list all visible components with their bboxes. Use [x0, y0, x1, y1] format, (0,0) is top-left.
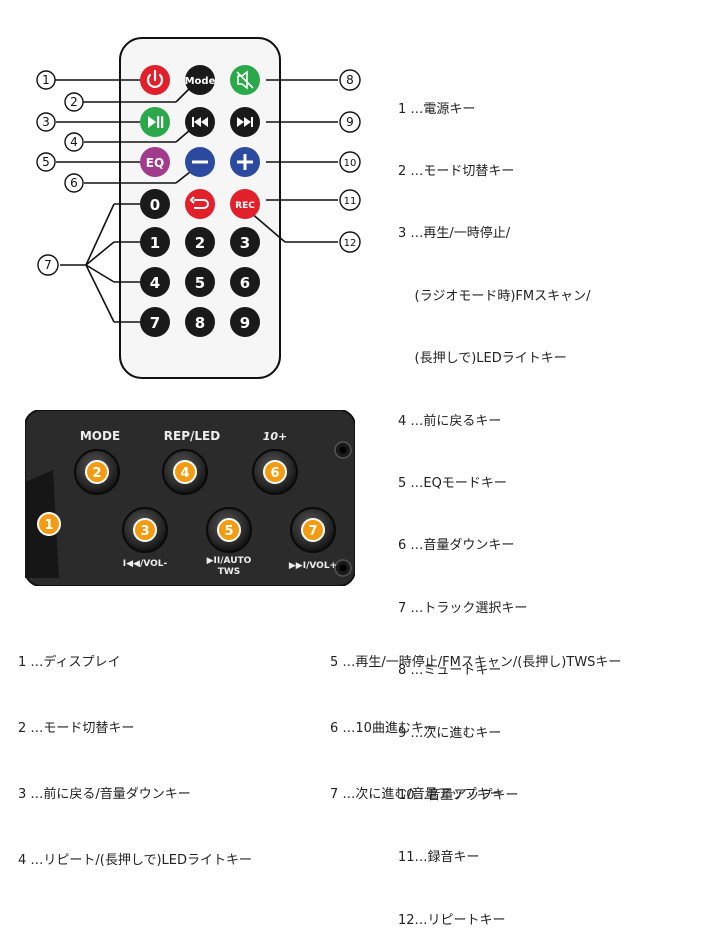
panel-legend-item: 2 …モード切替キー [18, 721, 135, 736]
digit-7-label: 7 [150, 314, 160, 332]
digit-4-label: 4 [150, 274, 160, 292]
digit-6-button[interactable] [230, 267, 260, 297]
callout-5: 5 [42, 155, 50, 169]
minus-icon [192, 160, 208, 164]
remote-legend-item: 4 …前に戻るキー [398, 413, 502, 429]
panel-badge-7: 7 [308, 524, 317, 539]
remote-legend-item: (長押しで)LEDライトキー [398, 351, 567, 367]
mode-button[interactable] [185, 65, 215, 95]
panel-legend-item: 1 …ディスプレイ [18, 655, 121, 670]
panel-photo: MODE REP/LED 10+ I◀◀/VOL- ▶II/AUTO TWS ▶… [25, 410, 355, 586]
callout-2: 2 [70, 95, 78, 109]
digit-5-button[interactable] [185, 267, 215, 297]
label-tws: TWS [218, 567, 241, 577]
eq-button[interactable] [140, 147, 170, 177]
callout-10: 10 [344, 158, 357, 169]
remote-legend-item: 1 …電源キー [398, 101, 476, 117]
panel-badge-5: 5 [224, 524, 233, 539]
callout-6: 6 [70, 176, 78, 190]
mute-icon [236, 70, 254, 90]
callout-11: 11 [344, 196, 357, 207]
panel-badge-3: 3 [140, 524, 149, 539]
label-ten-plus: 10+ [263, 430, 288, 443]
panel-badge-2: 2 [92, 466, 101, 481]
eq-label: EQ [146, 156, 164, 170]
repeat-icon [189, 196, 209, 209]
remote-legend-item: 7 …トラック選択キー [398, 600, 528, 616]
label-vol-plus: ▶▶I/VOL+ [289, 561, 337, 571]
digit-1-button[interactable] [140, 227, 170, 257]
digit-2-button[interactable] [185, 227, 215, 257]
callout-9: 9 [346, 115, 354, 129]
digit-0-button[interactable] [140, 189, 170, 219]
plus-icon [237, 154, 253, 170]
remote-diagram: 1 2 3 4 5 6 7 8 9 10 11 12 Mode EQ [36, 37, 361, 379]
panel-legend-item: 3 …前に戻る/音量ダウンキー [18, 787, 191, 802]
callout-7: 7 [44, 258, 52, 272]
panel-badge-6: 6 [270, 466, 279, 481]
panel-legend-right: 5 …再生/一時停止/FMスキャン/(長押し)TWSキー 6 …10曲進むキー … [330, 608, 621, 828]
digit-5-label: 5 [195, 274, 205, 292]
digit-1-label: 1 [150, 234, 160, 252]
callout-3: 3 [42, 115, 50, 129]
callout-8: 8 [346, 73, 354, 87]
next-icon [237, 117, 253, 127]
label-vol-minus: I◀◀/VOL- [123, 559, 168, 569]
repeat-button[interactable] [185, 189, 215, 219]
panel-badge-4: 4 [180, 466, 189, 481]
power-icon [146, 69, 164, 88]
callout-1: 1 [42, 73, 50, 87]
remote-legend-item: 6 …音量ダウンキー [398, 538, 515, 554]
panel-legend-left: 1 …ディスプレイ 2 …モード切替キー 3 …前に戻る/音量ダウンキー 4 …… [18, 608, 252, 894]
panel-legend-item: 4 …リピート/(長押しで)LEDライトキー [18, 853, 253, 868]
panel-badge-1: 1 [44, 518, 53, 533]
digit-7-button[interactable] [140, 307, 170, 337]
panel-legend-item: 7 …次に進む/音量アップキー [330, 787, 503, 802]
digit-9-label: 9 [240, 314, 250, 332]
label-rep-led: REP/LED [164, 429, 220, 443]
digit-8-button[interactable] [185, 307, 215, 337]
digit-2-label: 2 [195, 234, 205, 252]
remote-legend-item: 11…録音キー [398, 850, 480, 866]
digit-8-label: 8 [195, 314, 205, 332]
play-pause-icon [148, 116, 164, 128]
rec-label: REC [235, 201, 255, 211]
digit-9-button[interactable] [230, 307, 260, 337]
callout-12: 12 [344, 238, 357, 249]
remote-legend-item: 5 …EQモードキー [398, 475, 507, 491]
label-auto: ▶II/AUTO [207, 556, 252, 566]
digit-0-label: 0 [150, 196, 160, 214]
mode-label: Mode [185, 76, 216, 87]
callout-4: 4 [70, 135, 78, 149]
remote-legend-item: 3 …再生/一時停止/ [398, 226, 511, 242]
label-mode: MODE [80, 429, 120, 443]
panel-legend-item: 5 …再生/一時停止/FMスキャン/(長押し)TWSキー [330, 655, 622, 670]
digit-4-button[interactable] [140, 267, 170, 297]
remote-legend-item: (ラジオモード時)FMスキャン/ [398, 288, 591, 304]
digit-3-label: 3 [240, 234, 250, 252]
digit-6-label: 6 [240, 274, 250, 292]
remote-legend-item: 2 …モード切替キー [398, 163, 515, 179]
remote-legend-item: 8 …ミュートキー [398, 663, 502, 679]
rec-button[interactable] [230, 189, 260, 219]
remote-legend-item: 12…リピートキー [398, 912, 506, 928]
panel-legend-item: 6 …10曲進むキー [330, 721, 437, 736]
digit-3-button[interactable] [230, 227, 260, 257]
prev-icon [192, 117, 208, 127]
